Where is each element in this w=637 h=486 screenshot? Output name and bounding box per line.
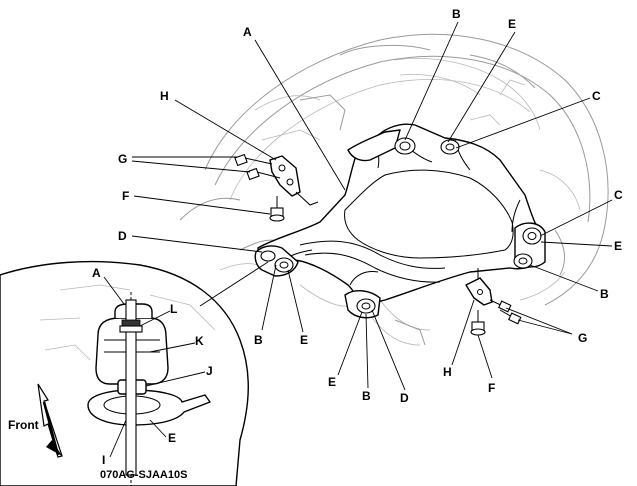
figure-code: 070AG-SJAA10S (100, 469, 187, 481)
left-stiffener-bracket (269, 155, 319, 206)
inset-detail (0, 260, 269, 486)
callout-k-inset: K (195, 334, 204, 348)
left-bolts-g (234, 153, 281, 181)
callout-j-inset: J (206, 364, 213, 378)
callout-f-left: F (122, 189, 129, 203)
leader-lines (103, 21, 613, 458)
callout-a-top: A (243, 25, 252, 39)
callout-c-top: C (592, 89, 601, 103)
callout-e-right: E (614, 239, 622, 253)
callout-e-top: E (508, 17, 516, 31)
callout-c-right: C (614, 188, 623, 202)
vehicle-body-outline (179, 33, 609, 346)
callout-f-bottom: F (488, 381, 495, 395)
left-bolt-f (269, 196, 285, 222)
callout-l-inset: L (170, 302, 177, 316)
front-direction-arrow-icon (37, 383, 63, 458)
callout-d-left: D (118, 229, 127, 243)
callout-e-bottom: E (328, 375, 336, 389)
callout-b-right: B (600, 287, 609, 301)
callout-b-top: B (452, 7, 461, 21)
front-label: Front (8, 418, 39, 432)
callout-e-inset: E (168, 431, 176, 445)
callout-g-left: G (118, 152, 127, 166)
callout-a-inset: A (92, 266, 101, 280)
callout-g-right: G (578, 331, 587, 345)
right-stiffener-bracket (465, 268, 493, 306)
right-bolt-f (470, 310, 486, 336)
callout-h-left: H (160, 89, 169, 103)
callout-b-left: B (254, 333, 263, 347)
callout-b-bottom: B (362, 389, 371, 403)
callout-h-bottom: H (443, 365, 452, 379)
callout-i-inset: I (102, 453, 105, 467)
callout-d-bottom: D (400, 391, 409, 405)
callout-e-left: E (300, 333, 308, 347)
subframe-mount-points (254, 137, 542, 314)
callout-labels: A B E C H G F D B E C E B G E B D H F A … (92, 7, 623, 467)
